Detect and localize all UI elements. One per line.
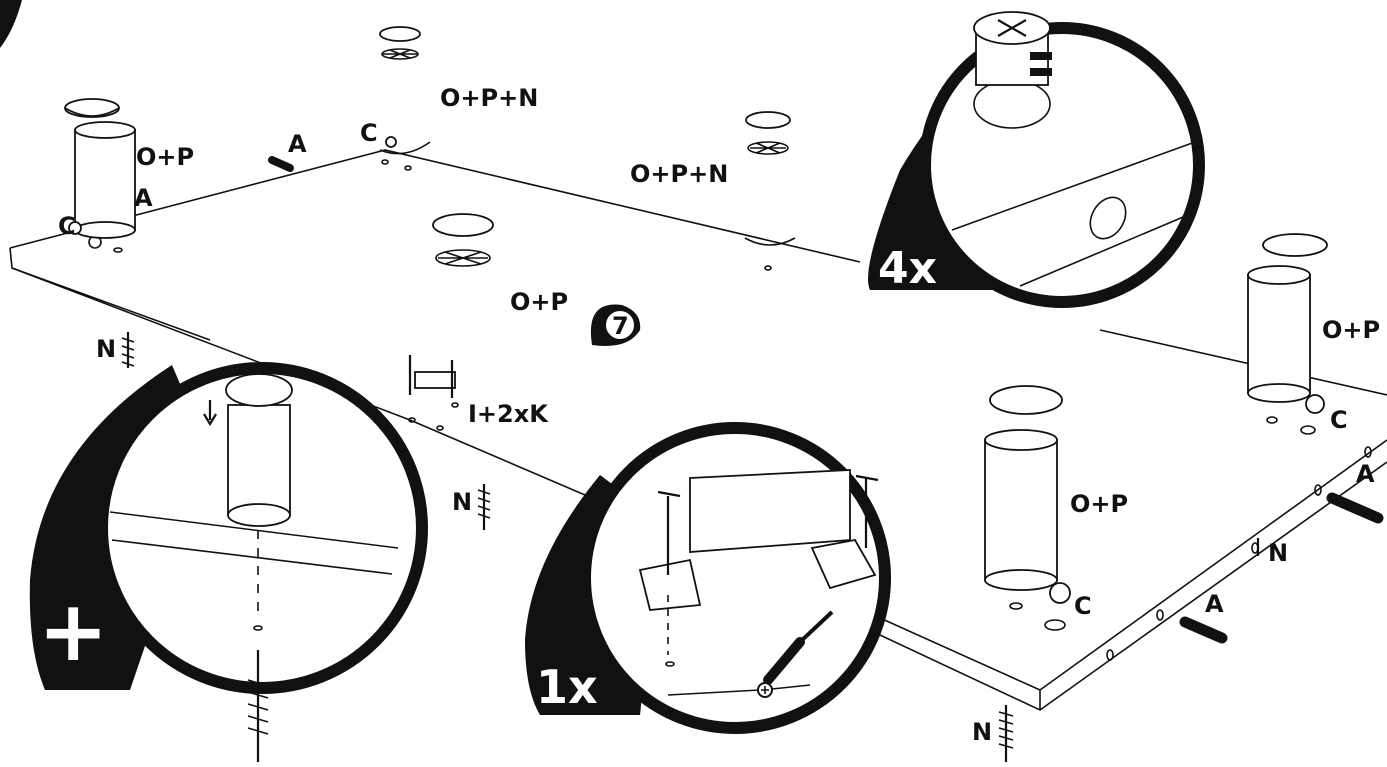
- label-n-right-mid: N: [1268, 539, 1288, 567]
- label-a-mid-left: A: [134, 184, 153, 212]
- label-op-left: O+P: [136, 143, 194, 171]
- label-opn-right: O+P+N: [630, 160, 728, 188]
- callout-plus-symbol-icon: +: [38, 582, 108, 680]
- callout-hinge: 1x: [525, 422, 891, 734]
- label-op-right-top: O+P: [1322, 316, 1380, 344]
- label-op-center: O+P: [510, 288, 568, 316]
- callout-quantity-4x: 4x: [878, 243, 937, 294]
- dowel-right-low: [1179, 616, 1228, 644]
- screw-bottom: [998, 705, 1014, 762]
- label-c-top: C: [360, 119, 378, 147]
- cap-top-right: [745, 111, 791, 155]
- callout-cam-lock: 4x: [868, 11, 1205, 308]
- cap-top-center: [379, 26, 421, 60]
- label-op-right-mid: O+P: [1070, 490, 1128, 518]
- label-c-right-top: C: [1330, 406, 1348, 434]
- cam-lock-small-top: [385, 136, 397, 148]
- arrow-down-icon: [203, 400, 217, 427]
- label-ik: I+2xK: [468, 400, 549, 428]
- cap-center: [432, 213, 494, 267]
- callout-leg: +: [29, 362, 428, 762]
- label-c-right-mid: C: [1074, 592, 1092, 620]
- screw-mid: [477, 484, 491, 530]
- cam-lock-small-left: [68, 221, 82, 235]
- label-c-left: C: [58, 212, 76, 240]
- screw-left: [121, 332, 135, 368]
- step-number-badge: 7: [590, 304, 641, 346]
- cam-lock-right-top: [1305, 394, 1325, 414]
- step-number: 7: [612, 312, 629, 340]
- leg-cylinder-right-top: [1247, 233, 1328, 403]
- label-n-bottom: N: [972, 718, 992, 746]
- cam-lock-right-mid: [1049, 582, 1071, 604]
- label-a-right-low: A: [1205, 590, 1224, 618]
- screwdriver-icon: [757, 610, 834, 698]
- label-a-right-edge: A: [1356, 460, 1375, 488]
- label-n-left: N: [96, 335, 116, 363]
- label-n-mid: N: [452, 488, 472, 516]
- dowel-top-left: [268, 156, 294, 172]
- dowel-right-edge: [1326, 492, 1384, 524]
- hinge-small: [408, 355, 456, 398]
- callout-quantity-1x: 1x: [536, 660, 598, 714]
- right-panel: [879, 329, 1387, 711]
- leg-cylinder-left: [64, 98, 136, 239]
- label-opn-top: O+P+N: [440, 84, 538, 112]
- label-a-top-left: A: [288, 130, 307, 158]
- leg-cylinder-right-mid: [984, 385, 1063, 591]
- previous-step-bubble: [0, 0, 22, 48]
